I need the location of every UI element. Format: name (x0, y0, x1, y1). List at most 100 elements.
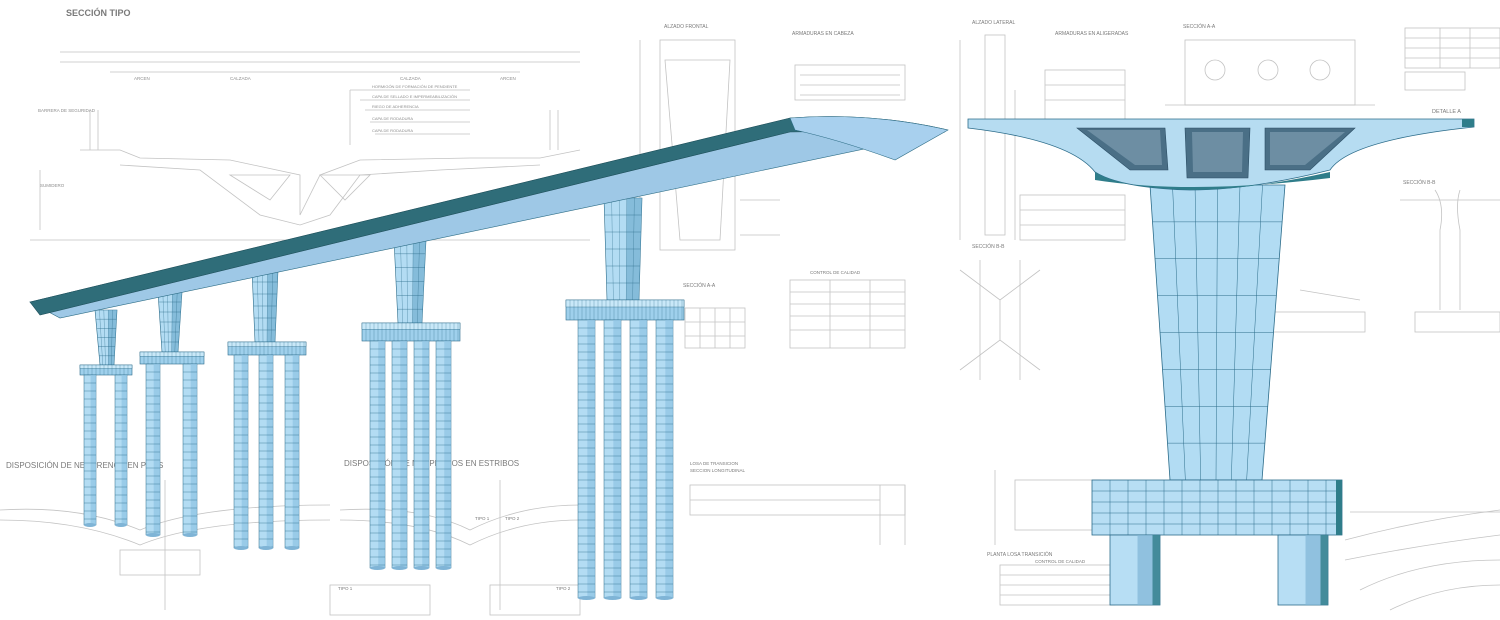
label-seccion-longitudinal: SECCION LONGITUDINAL (690, 468, 746, 473)
pier-3-shaft (251, 269, 279, 343)
label-layer-4: CAPA DE RODADURA (372, 116, 413, 121)
deck-cross-section (967, 118, 1475, 191)
column-shade (639, 320, 647, 598)
column-base (234, 546, 248, 550)
column-shade (444, 341, 451, 568)
label-tipo-1: TIPO 1 (338, 586, 353, 591)
pier-4-column-b (391, 340, 408, 570)
shaft-rib (257, 269, 260, 343)
pier-5-shaft (603, 197, 643, 301)
shaft-rib (266, 269, 268, 343)
column-shade (153, 364, 160, 535)
label-tipo-2b: TIPO 2 (505, 516, 520, 521)
drawing-labels: SECCIÓN TIPO BARRERA DE SEGURIDAD SUMIDE… (6, 7, 1461, 591)
pier-5-column-a (577, 319, 596, 600)
column-base (285, 546, 299, 550)
cell-center-inner (1192, 132, 1243, 172)
column-shade (266, 355, 273, 548)
shaft-rib (162, 291, 166, 353)
shaft-rib (111, 309, 113, 366)
pier-4-column-a (369, 340, 386, 570)
shaft-rib (174, 291, 178, 353)
shaft-rib (171, 291, 173, 353)
cell-left-inner (1087, 130, 1162, 165)
shaft-rib (417, 239, 420, 324)
pier-2-column-b (182, 363, 198, 537)
label-seccion-aa-top: SECCIÓN A-A (1183, 23, 1216, 30)
big-pile-2 (1277, 534, 1329, 606)
pier-3-column-b (258, 354, 274, 550)
column-shade (587, 320, 595, 598)
label-detalle-a: DETALLE A (1432, 109, 1461, 115)
shaft-rib (270, 269, 273, 343)
column-base (414, 566, 429, 570)
pile-edge (1320, 535, 1328, 605)
column-base (656, 596, 673, 600)
pier-5-column-b (603, 319, 622, 600)
pier-2-column-a (145, 363, 161, 537)
label-layer-5: CAPA DE RODADURA (372, 128, 413, 133)
cell-right-inner (1270, 132, 1345, 165)
label-layer-3: RIEGO DE ADHERENCIA (372, 104, 419, 109)
column-base (370, 566, 385, 570)
label-arcen-right: ARCEN (500, 76, 516, 81)
column-shade (121, 375, 127, 525)
shaft-rib (412, 239, 414, 324)
column-base (146, 533, 160, 537)
column-base (115, 523, 127, 527)
pier-5-column-c (629, 319, 648, 600)
footing-edge (1336, 480, 1342, 535)
shaft-rib (99, 309, 103, 366)
label-losa-transicion: LOSA DE TRANSICION (690, 461, 738, 466)
shaft-rib (406, 239, 408, 324)
label-seccion-bb-mid: SECCIÓN B-B (972, 243, 1005, 250)
label-seccion-bb-right: SECCIÓN B-B (1403, 179, 1436, 186)
label-control-calidad-2: CONTROL DE CALIDAD (1035, 559, 1086, 564)
label-seccion-tipo: SECCIÓN TIPO (66, 7, 131, 18)
column-shade (241, 355, 248, 548)
right-pier-render (1091, 184, 1343, 606)
shaft-rib (626, 197, 627, 301)
big-shaft-rib (1215, 184, 1218, 481)
label-alzado-lateral: ALZADO LATERAL (972, 20, 1015, 26)
big-shaft-rib (1231, 184, 1241, 481)
column-shade (665, 320, 673, 598)
label-calzada-right: CALZADA (400, 76, 421, 81)
shaft-rib (400, 239, 403, 324)
cap-top (361, 322, 461, 330)
shaft-rib (262, 269, 264, 343)
pier-1-cap (79, 364, 133, 376)
column-base (578, 596, 595, 600)
column-shade (292, 355, 299, 548)
label-calzada-left: CALZADA (230, 76, 251, 81)
cap-top (565, 299, 685, 308)
pier-3-column-a (233, 354, 249, 550)
bridge-deck (29, 116, 949, 319)
column-shade (90, 375, 96, 525)
column-base (259, 546, 273, 550)
pier-4-shaft (393, 239, 427, 324)
shaft-rib (632, 197, 635, 301)
pier-4-column-d (435, 340, 452, 570)
label-alzado-frontal: ALZADO FRONTAL (664, 24, 709, 30)
deck-underside (29, 119, 946, 319)
column-shade (378, 341, 385, 568)
shaft-rib (103, 309, 106, 366)
pier-4-cap (361, 322, 461, 342)
label-seccion-aa-mid: SECCIÓN A-A (683, 282, 716, 289)
column-base (436, 566, 451, 570)
label-disposicion-estribos: DISPOSICIÓN DE NEOPRENOS EN ESTRIBOS (344, 459, 519, 468)
shaft-rib (167, 291, 169, 353)
column-shade (190, 364, 197, 535)
left-bridge-render (79, 197, 685, 600)
column-base (84, 523, 96, 527)
pier-5-column-d (655, 319, 674, 600)
label-tipo-1b: TIPO 1 (475, 516, 490, 521)
column-base (392, 566, 407, 570)
shaft-rib (619, 197, 620, 301)
column-base (630, 596, 647, 600)
pier-1-shaft (94, 309, 118, 366)
cap-top (79, 364, 133, 369)
